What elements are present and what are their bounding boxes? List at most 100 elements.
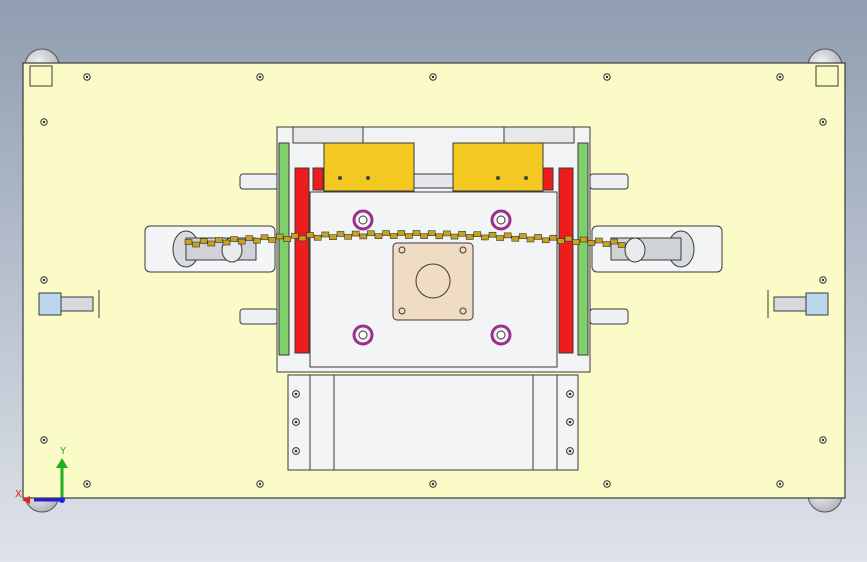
center-bar	[413, 173, 454, 189]
chain-link	[222, 239, 231, 246]
chain-link	[405, 233, 413, 239]
chain-link	[481, 234, 489, 241]
corner-block-top-left	[29, 65, 53, 87]
red-block-left	[312, 167, 324, 191]
motor-screw	[459, 307, 467, 315]
plate-hole-center	[85, 75, 89, 79]
chain-link	[443, 230, 451, 237]
chain-link	[215, 237, 223, 243]
bracket-hole-center	[294, 449, 298, 453]
plate-hole-center	[42, 120, 46, 124]
y-axis-label: Y	[59, 446, 67, 457]
top-bracket-left	[292, 126, 364, 144]
chain-link	[275, 233, 284, 240]
bracket-hole-center	[568, 420, 572, 424]
chain-link	[230, 236, 238, 242]
red-block-right	[542, 167, 554, 191]
chain-link	[557, 238, 565, 244]
chain-link	[595, 237, 603, 244]
plate-hole-center	[605, 482, 609, 486]
plate-hole-center	[85, 482, 89, 486]
green-strip-right	[577, 142, 589, 356]
chain-link	[306, 232, 314, 238]
chain-link	[587, 240, 596, 246]
rail-bottom-left	[239, 308, 279, 325]
rail-top-left	[239, 173, 279, 190]
motor-shaft-bore	[415, 263, 451, 299]
plate-hole-center	[605, 75, 609, 79]
chain-link	[579, 236, 588, 243]
cylinder-right[interactable]	[610, 230, 695, 268]
plate-hole-center	[821, 278, 825, 282]
socket-bore	[496, 330, 506, 340]
rail-bottom-right	[589, 308, 629, 325]
chain-link	[617, 242, 626, 248]
chain-link	[610, 238, 618, 245]
purple-sockets	[352, 209, 512, 346]
lower-bracket-inner	[309, 374, 335, 471]
chain-link	[359, 233, 368, 240]
chain-link	[321, 231, 330, 238]
clamp-block-left[interactable]	[323, 142, 415, 192]
chain-link	[253, 237, 261, 244]
x-arrow-icon	[22, 496, 30, 504]
chain-link	[488, 231, 497, 238]
socket-bore	[358, 330, 368, 340]
chain-link	[541, 237, 550, 244]
chain-link	[389, 233, 398, 239]
clamp-screw	[524, 176, 528, 180]
x-axis-label: X	[15, 489, 22, 500]
chain-link	[192, 241, 200, 248]
chain-link	[519, 233, 527, 239]
slide-plate[interactable]	[309, 191, 558, 368]
sensor-right[interactable]	[767, 290, 829, 318]
chain-link	[329, 234, 337, 241]
plate-hole-center	[258, 75, 262, 79]
chain-link	[412, 230, 421, 236]
clamp-screw	[496, 176, 500, 180]
plate-mounting-holes	[40, 73, 827, 488]
clamp-screw	[338, 176, 342, 180]
drive-chain	[184, 230, 626, 248]
plate-hole-center	[431, 75, 435, 79]
chain-link	[572, 239, 580, 245]
chain-link	[511, 235, 520, 242]
plate-hole-center	[778, 482, 782, 486]
chain-link	[313, 234, 322, 241]
axis-triad: X Y	[15, 446, 68, 504]
chain-link	[291, 232, 299, 239]
chain-link	[397, 230, 406, 236]
clamp-block-right[interactable]	[452, 142, 544, 192]
plate-hole-center	[42, 278, 46, 282]
socket-bore	[358, 215, 368, 225]
bracket-hole-center	[568, 449, 572, 453]
sensor-left[interactable]	[38, 290, 100, 318]
green-strip-left	[278, 142, 290, 356]
chain-link	[435, 233, 444, 240]
y-arrow-icon	[56, 458, 68, 468]
chain-link	[473, 231, 482, 238]
chain-link	[450, 233, 459, 240]
chain-link	[245, 235, 254, 241]
chain-link	[496, 235, 504, 241]
bracket-hole-center	[568, 392, 572, 396]
motor-screw	[398, 307, 406, 315]
chain-link	[458, 230, 466, 237]
lower-bracket[interactable]	[287, 374, 579, 471]
chain-link	[344, 233, 352, 240]
chain-link	[367, 230, 375, 237]
chain-link	[465, 234, 474, 240]
top-bracket-right	[503, 126, 575, 144]
chain-link	[336, 231, 345, 237]
chain-link	[382, 230, 390, 236]
chain-link	[351, 230, 360, 237]
motor-screw	[459, 246, 467, 254]
plate-hole-center	[431, 482, 435, 486]
plate-hole-center	[42, 438, 46, 442]
plate-hole-center	[821, 438, 825, 442]
chain-link	[503, 232, 512, 239]
chain-link	[283, 236, 292, 242]
triad-origin-icon	[59, 497, 65, 503]
